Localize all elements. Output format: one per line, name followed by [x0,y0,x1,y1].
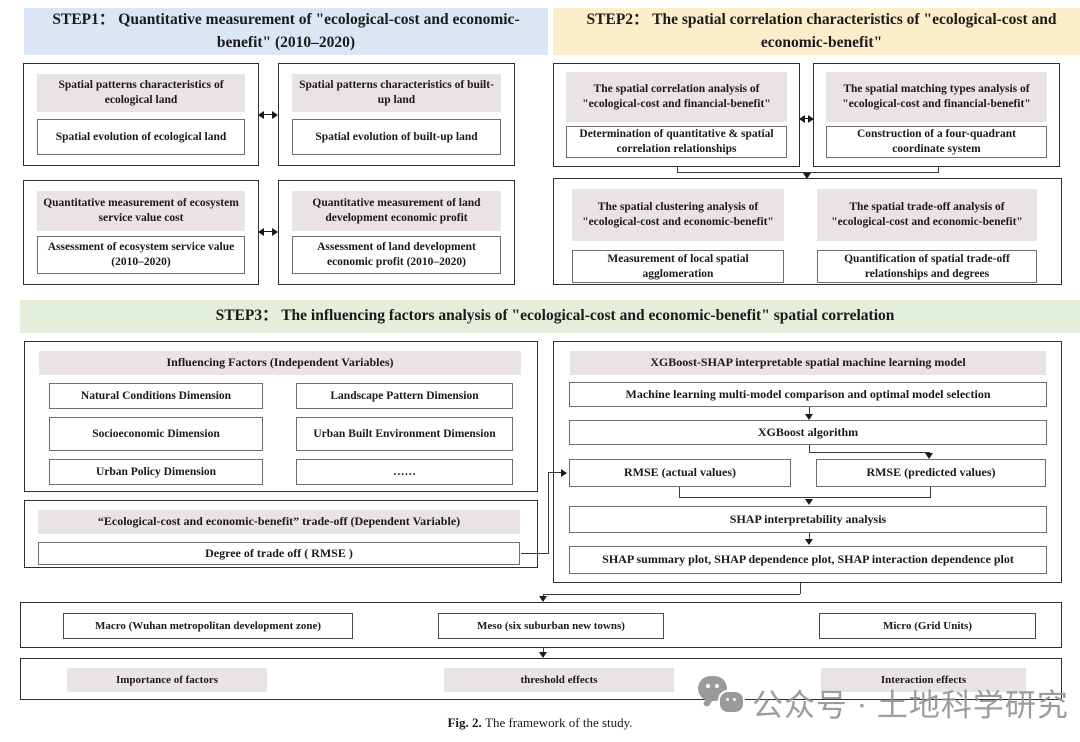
connector-line [937,167,939,173]
connector-line [929,487,931,498]
arrow-down-icon [538,596,547,602]
wechat-icon [698,676,745,718]
step2-box-matching-types: The spatial matching types analysis of "… [813,63,1060,167]
box-header: XGBoost-SHAP interpretable spatial machi… [570,351,1046,375]
step1-box-economic-profit: Quantitative measurement of land develop… [278,180,515,285]
box-body: Spatial evolution of built-up land [292,119,501,155]
scale-meso-box: Meso (six suburban new towns) [438,613,664,639]
step1-box-esv-cost: Quantitative measurement of ecosystem se… [23,180,259,285]
step1-box-ecological-patterns: Spatial patterns characteristics of ecol… [23,63,259,166]
dimension-box: Socioeconomic Dimension [49,417,263,451]
arrow-right-icon [561,468,567,477]
xgboost-algorithm-box: XGBoost algorithm [569,420,1047,445]
scale-macro-box: Macro (Wuhan metropolitan development zo… [63,613,353,639]
step2-title: STEP2： The spatial correlation character… [553,8,1080,55]
figure-caption: Fig. 2. The framework of the study. [0,713,1080,733]
connector-line [808,445,810,453]
connector-line [543,594,800,596]
box-body: Spatial evolution of ecological land [37,119,245,155]
box-body: Degree of trade off ( RMSE ) [38,542,520,565]
step2-box-tradeoff-analysis: The spatial trade-off analysis of "ecolo… [817,189,1037,283]
box-header: Quantitative measurement of land develop… [292,191,501,231]
effect-interaction: Interaction effects [821,668,1026,692]
box-header: Quantitative measurement of ecosystem se… [37,191,245,231]
connector-line [542,594,544,597]
box-header: The spatial matching types analysis of "… [826,72,1047,122]
scale-micro-box: Micro (Grid Units) [819,613,1036,639]
box-body: Construction of a four-quadrant coordina… [826,126,1047,158]
arrow-down-icon [925,452,933,459]
connector-line [799,583,801,594]
effect-importance: Importance of factors [67,668,267,692]
connector-line [808,452,930,454]
effect-threshold: threshold effects [444,668,674,692]
box-header: Spatial patterns characteristics of buil… [292,74,501,112]
box-header: “Ecological-cost and economic-benefit” t… [38,510,520,534]
step3-title: STEP3： The influencing factors analysis … [20,300,1080,333]
dimension-box-ellipsis: …… [296,459,513,485]
connector-line [548,472,562,474]
box-body: Determination of quantitative & spatial … [566,126,787,158]
step1-title: STEP1： Quantitative measurement of "ecol… [24,8,548,55]
rmse-actual-box: RMSE (actual values) [569,459,791,487]
box-body: Assessment of ecosystem service value (2… [37,236,245,274]
step2-box-correlation-analysis: The spatial correlation analysis of "eco… [553,63,800,167]
dimension-box: Landscape Pattern Dimension [296,383,513,409]
shap-plots-box: SHAP summary plot, SHAP dependence plot,… [569,546,1047,574]
arrow-down-icon [804,414,813,420]
independent-variables-box: Influencing Factors (Independent Variabl… [24,341,538,492]
dimension-box: Natural Conditions Dimension [49,383,263,409]
box-body: Measurement of local spatial agglomerati… [572,250,784,283]
connector-line [808,533,810,540]
double-arrow-icon [799,114,814,123]
arrow-down-icon [803,172,811,179]
box-header: Spatial patterns characteristics of ecol… [37,74,245,112]
caption-label: Fig. 2. [447,715,482,730]
connector-line [678,497,931,499]
shap-analysis-box: SHAP interpretability analysis [569,506,1047,533]
arrow-down-icon [804,539,813,545]
double-arrow-icon [258,110,278,119]
box-header: The spatial correlation analysis of "eco… [566,72,787,122]
model-selection-box: Machine learning multi-model comparison … [569,382,1047,407]
step2-box-clustering-analysis: The spatial clustering analysis of "ecol… [572,189,784,283]
dimension-box: Urban Built Environment Dimension [296,417,513,451]
scales-box: Macro (Wuhan metropolitan development zo… [20,602,1062,648]
step2-bottom-box: The spatial clustering analysis of "ecol… [553,178,1062,285]
connector-line [808,407,810,415]
effects-box: Importance of factors threshold effects … [20,658,1062,700]
step1-box-builtup-patterns: Spatial patterns characteristics of buil… [278,63,515,166]
box-body: Assessment of land development economic … [292,236,501,274]
connector-line [676,167,678,173]
connector-line [542,648,544,653]
arrow-down-icon [805,499,813,505]
watermark-text: 公众号 · 土地科学研究 [752,688,1069,723]
connector-line [548,472,550,554]
box-header: The spatial clustering analysis of "ecol… [572,189,784,241]
arrow-down-icon [538,652,547,658]
connector-line [521,553,549,555]
xgboost-shap-model-box: XGBoost-SHAP interpretable spatial machi… [553,341,1062,583]
box-body: Quantification of spatial trade-off rela… [817,250,1037,283]
box-header: Influencing Factors (Independent Variabl… [39,351,521,375]
box-header: The spatial trade-off analysis of "ecolo… [817,189,1037,241]
double-arrow-icon [258,227,278,236]
dependent-variable-box: “Ecological-cost and economic-benefit” t… [24,500,538,568]
rmse-predicted-box: RMSE (predicted values) [816,459,1046,487]
dimension-box: Urban Policy Dimension [49,459,263,485]
connector-line [678,487,680,498]
caption-text: The framework of the study. [485,715,633,730]
